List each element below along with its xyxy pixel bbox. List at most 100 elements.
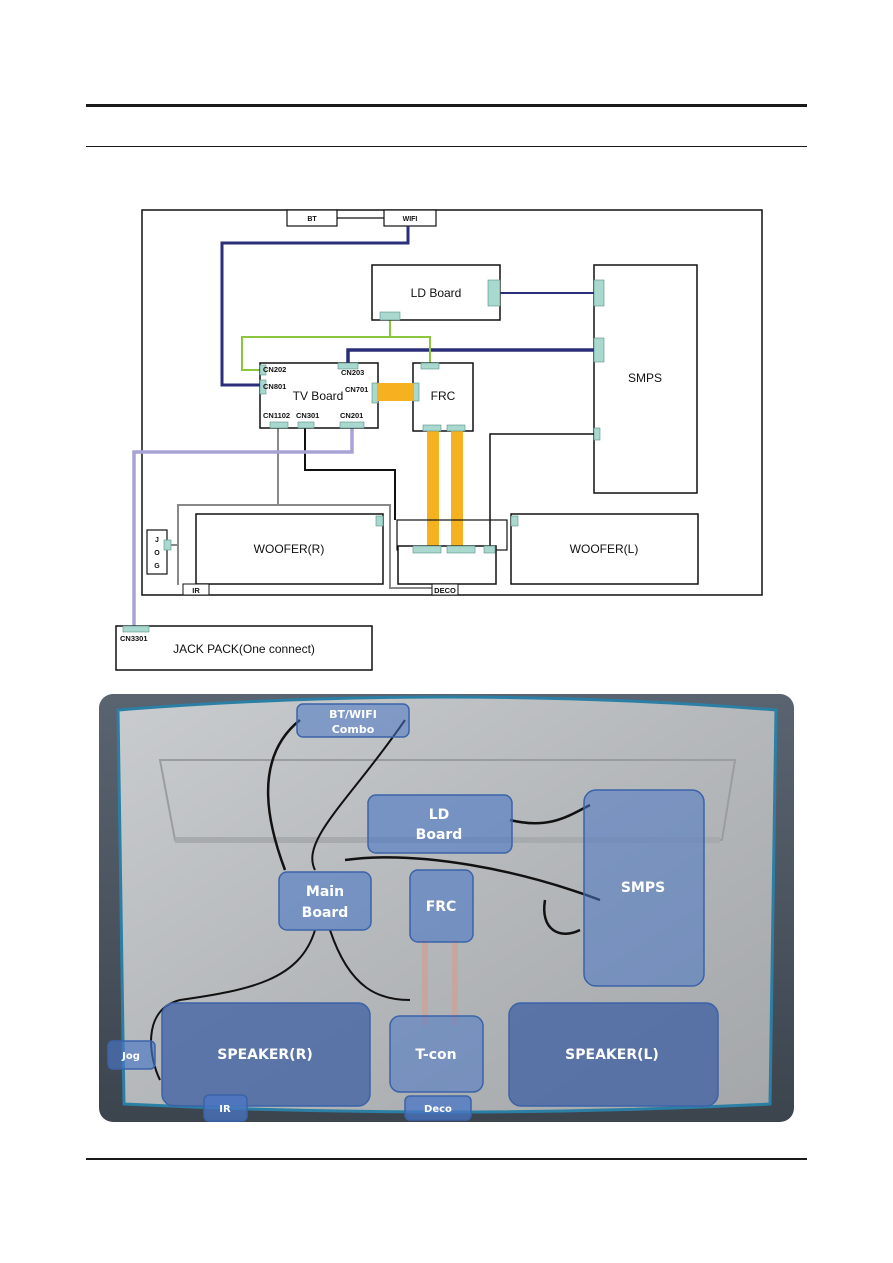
woofer-r-label: WOOFER(R)	[254, 542, 325, 556]
cn301-wire	[304, 428, 396, 520]
woofer-l-connector	[510, 515, 519, 527]
wifi-cable	[266, 719, 301, 871]
cn3301-connector	[122, 625, 150, 633]
ir-photo-label: IR	[219, 1104, 231, 1115]
header-rule-bottom	[86, 146, 807, 147]
tcon-highlight	[389, 1015, 484, 1093]
cn301-label: CN301	[296, 411, 319, 420]
wiring-diagram: BT WIFI LD Board SMPS TV Board CN202 CN2…	[115, 209, 763, 671]
tvboard-frc-cable	[378, 383, 413, 401]
wifi-label: WIFI	[403, 216, 418, 223]
speaker-cable	[150, 929, 316, 1081]
cn202-connector	[259, 364, 267, 376]
frc-tcon-cable-1	[427, 431, 439, 548]
lvds-flat-cables	[422, 940, 458, 1025]
jog-highlight	[107, 1040, 156, 1070]
power-cable	[542, 899, 581, 935]
woofer-r	[195, 513, 384, 585]
jack-pack-label: JACK PACK(One connect)	[173, 642, 315, 656]
main-board-label-2: Board	[302, 905, 349, 921]
jog-photo-label: Jog	[121, 1051, 140, 1062]
tcon-connector-1	[412, 545, 442, 554]
cn1102-label: CN1102	[263, 411, 290, 420]
frc-connector-top	[420, 362, 440, 370]
frc-connector-bottom-1	[422, 424, 442, 432]
cn203-connector	[337, 362, 359, 370]
smps-photo-label: SMPS	[621, 880, 665, 896]
main-board-highlight	[278, 871, 372, 931]
jack-pack	[115, 625, 373, 671]
smps-highlight	[583, 789, 705, 987]
speaker-r-highlight	[161, 1002, 371, 1107]
ir-board	[182, 583, 210, 596]
ld-to-frc-wire	[390, 336, 431, 363]
main-board-label-1: Main	[306, 884, 344, 900]
ld-to-tvboard-wire	[241, 320, 391, 371]
tcon-connector-2	[446, 545, 476, 554]
bt-wifi-label-1: BT/WIFI	[329, 708, 377, 721]
header-rule-top	[86, 104, 807, 107]
speaker-l-highlight	[508, 1002, 719, 1107]
tcon-cable	[329, 929, 411, 1001]
ld-board-label-1: LD	[429, 807, 450, 823]
frc-board	[412, 362, 474, 432]
frc-tcon-cable-2	[451, 431, 463, 548]
wifi-cable-2	[311, 719, 406, 871]
wifi-to-tvboard-wire	[220, 226, 410, 387]
frc-highlight	[409, 869, 474, 943]
deco-label: DECO	[434, 586, 456, 595]
ld-board-label-2: Board	[416, 827, 463, 843]
tv-rear-panel	[116, 695, 778, 1114]
panel-stamping	[158, 759, 737, 841]
jog-letter-g: G	[154, 563, 160, 570]
smps-connector-1	[593, 279, 605, 307]
cn801-connector	[259, 379, 267, 395]
cn201-to-jackpack-wire	[132, 428, 354, 628]
cn201-connector	[339, 421, 365, 429]
speaker-l-label: SPEAKER(L)	[565, 1047, 659, 1063]
jog-board	[146, 529, 168, 575]
cn801-label: CN801	[263, 382, 286, 391]
smps-label: SMPS	[628, 371, 662, 385]
tcon-label: T-con	[415, 1047, 456, 1063]
smps-connector-2	[593, 337, 605, 363]
speaker-r-label: SPEAKER(R)	[217, 1047, 313, 1063]
cn202-label: CN202	[263, 365, 286, 374]
ld-connector-bottom	[379, 311, 401, 321]
woofer-l	[510, 513, 699, 585]
cn1102-connector	[269, 421, 289, 429]
frc-connector-left	[412, 382, 420, 402]
cn1102-to-deco-wire	[278, 504, 455, 589]
ld-connector-right	[487, 279, 501, 307]
bt-wifi-label-2: Combo	[332, 723, 375, 736]
cn203-label: CN203	[341, 368, 364, 377]
frc-connector-bottom-2	[446, 424, 466, 432]
bt-wifi-highlight	[296, 703, 410, 738]
smps-connector-3	[593, 427, 601, 441]
bt-label: BT	[307, 216, 317, 223]
cn701-connector	[371, 382, 379, 404]
cn3301-label: CN3301	[120, 634, 148, 643]
ld-smps-cable	[509, 803, 591, 825]
jog-letter-o: O	[154, 550, 160, 557]
woofer-l-label: WOOFER(L)	[570, 542, 639, 556]
cn701-label: CN701	[345, 385, 368, 394]
woofer-r-connector	[375, 515, 384, 527]
ir-label: IR	[192, 586, 200, 595]
smps-board	[593, 264, 698, 494]
smps-cable	[344, 856, 601, 902]
cn201-label: CN201	[340, 411, 363, 420]
frc-photo-label: FRC	[426, 899, 457, 915]
smps-to-tvboard-wire	[346, 348, 594, 363]
ir-highlight	[203, 1094, 248, 1122]
jog-letter-j: J	[155, 537, 159, 544]
frc-label: FRC	[431, 389, 456, 403]
cn301-connector	[297, 421, 315, 429]
deco-highlight	[404, 1095, 472, 1121]
deco-photo-label: Deco	[424, 1104, 452, 1115]
ld-board-label: LD Board	[411, 286, 462, 300]
smps-to-woofer-wire	[489, 433, 594, 546]
tcon-connector-3	[483, 545, 496, 554]
tv-board-label: TV Board	[293, 389, 344, 403]
jog-connector	[163, 539, 172, 551]
